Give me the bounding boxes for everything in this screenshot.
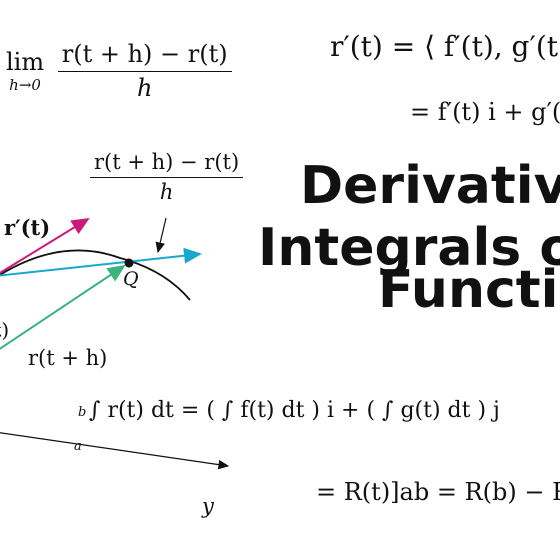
title-line-3: Functions <box>378 260 560 320</box>
tangent-vector <box>0 217 90 275</box>
limit-numerator: r(t + h) − r(t) <box>57 40 232 72</box>
label-rth: r(t + h) <box>28 346 108 370</box>
limit-subscript: h→0 <box>9 76 41 94</box>
y-axis <box>0 432 230 470</box>
ftc-formula: = R(t)]ab = R(b) − R(a) <box>316 478 560 506</box>
secant-numerator: r(t + h) − r(t) <box>90 150 244 178</box>
derivative-formula: r′(t) = ⟨ f′(t), g′(t) ⟩ <box>330 30 560 63</box>
secant-vector <box>0 247 202 277</box>
secant-fraction: r(t + h) − r(t) h <box>90 150 244 204</box>
title-line-2: Integrals of <box>258 218 560 278</box>
label-rt: r(t) <box>0 318 10 342</box>
fraction-pointer <box>155 217 167 254</box>
limit-fraction: r(t + h) − r(t) h <box>57 40 232 102</box>
integral-formula: b a ∫ r(t) dt = ( ∫ f(t) dt ) i + ( ∫ g(… <box>66 398 500 454</box>
secant-fraction-body: r(t + h) − r(t) h <box>90 150 244 204</box>
label-rprime-text: r′(t) <box>4 215 51 240</box>
label-y: y <box>202 494 214 518</box>
integral-upper: b <box>78 405 87 420</box>
curve <box>0 249 191 301</box>
integral-lower: a <box>74 439 82 454</box>
label-q: Q <box>123 268 139 290</box>
label-rprime: r′(t) <box>4 215 50 240</box>
limit-formula: lim h→0 r(t + h) − r(t) h <box>6 40 232 102</box>
point-q <box>124 258 134 268</box>
secant-denominator: h <box>159 180 174 204</box>
derivative-ij-formula: = f′(t) i + g′(t) j <box>410 98 560 126</box>
position-vector <box>0 264 126 350</box>
title-line-1: Derivatives <box>300 156 560 216</box>
integral-text: ∫ r(t) dt = ( ∫ f(t) dt ) i + ( ∫ g(t) d… <box>89 398 500 423</box>
limit-word: lim <box>6 48 45 76</box>
limit-denominator: h <box>136 74 153 102</box>
